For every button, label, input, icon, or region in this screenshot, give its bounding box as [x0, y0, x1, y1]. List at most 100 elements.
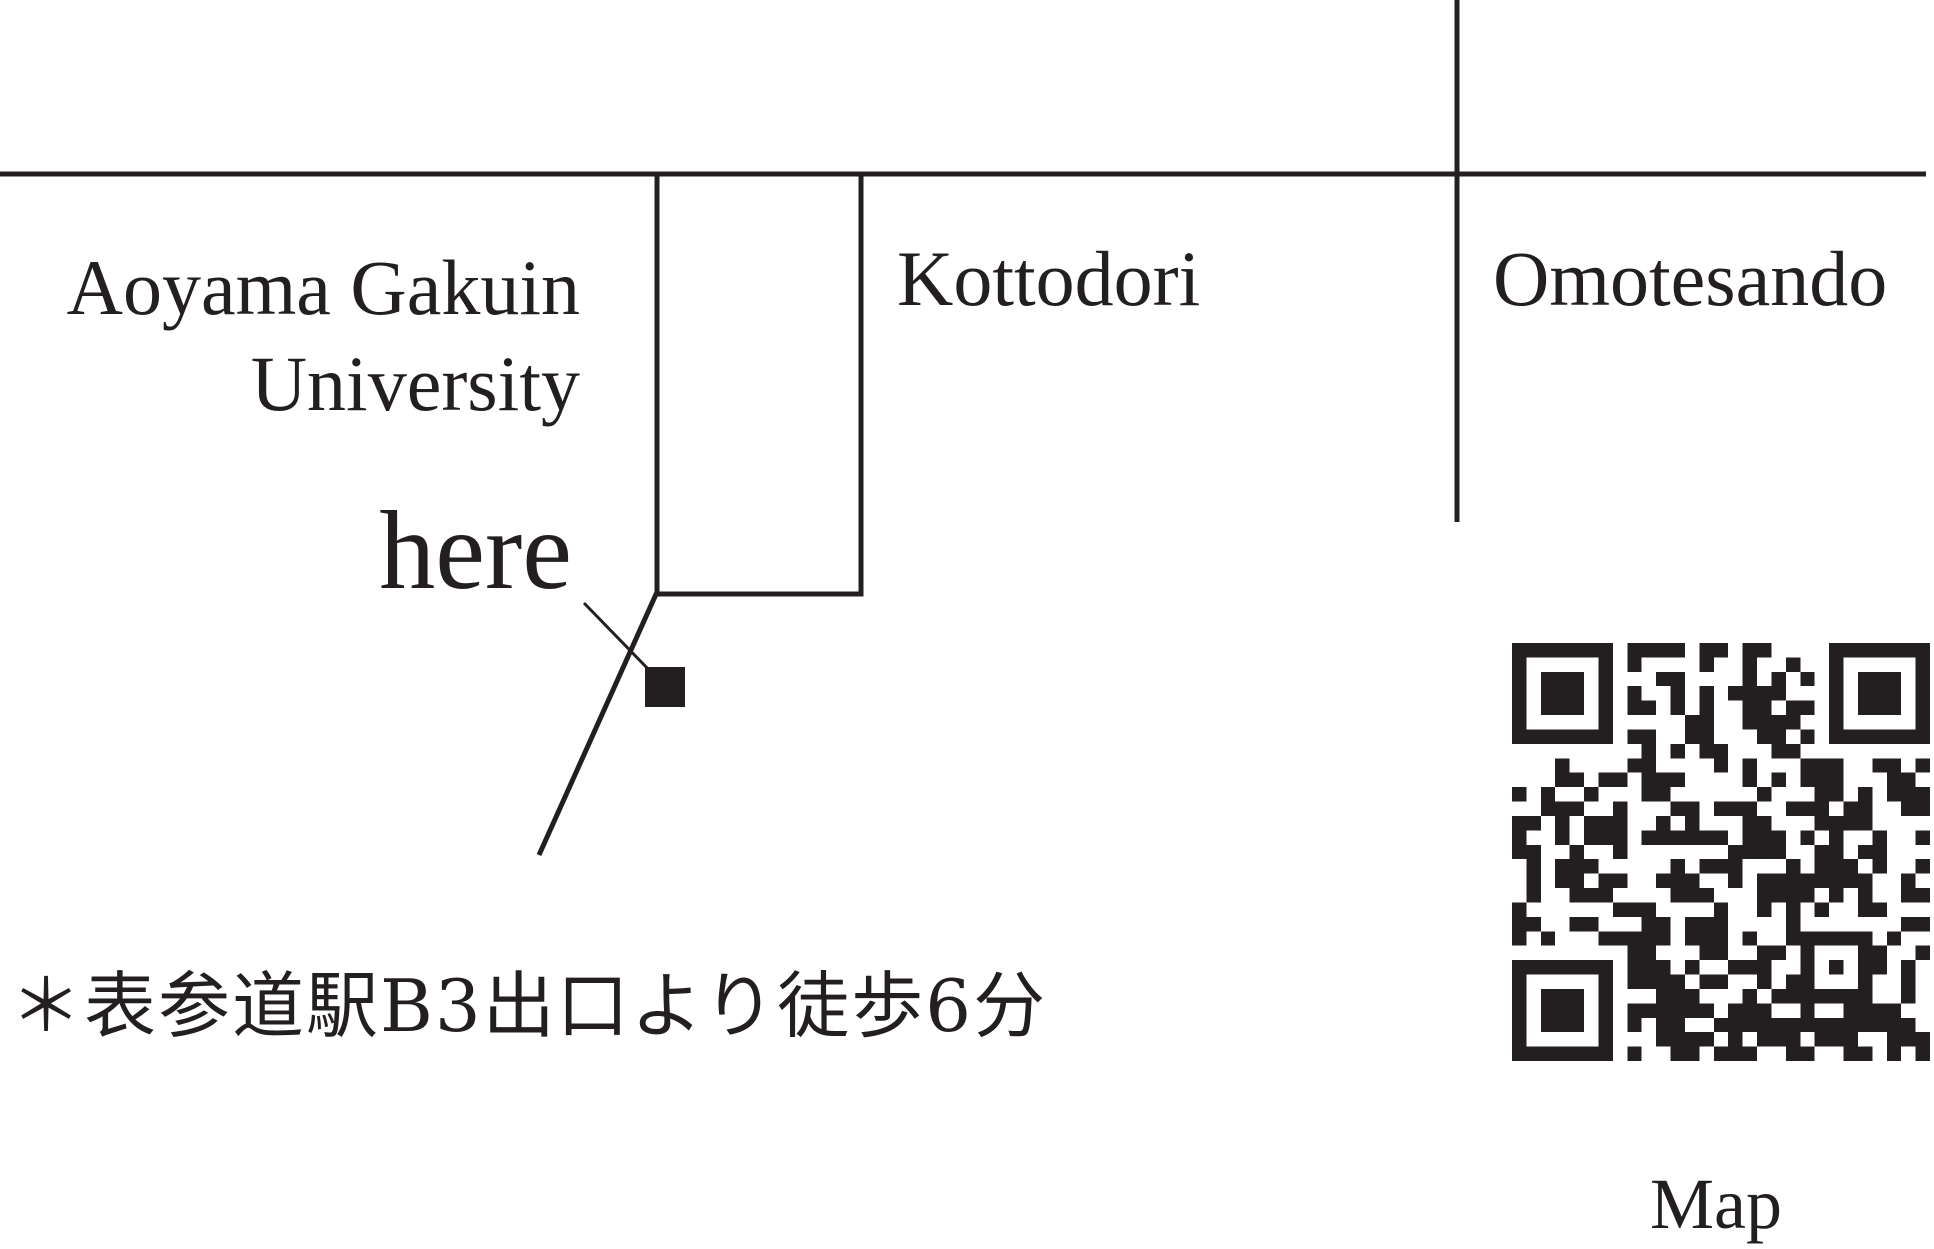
qr-module	[1641, 902, 1657, 917]
qr-module	[1886, 671, 1902, 687]
qr-module	[1843, 643, 1858, 658]
street-label-kottodori: Kottodori	[897, 235, 1201, 322]
qr-module	[1540, 700, 1556, 716]
qr-module	[1512, 931, 1527, 946]
qr-module	[1656, 772, 1671, 788]
qr-module	[1699, 686, 1714, 701]
qr-module	[1915, 729, 1930, 744]
qr-module	[1901, 801, 1916, 816]
qr-module	[1728, 844, 1743, 860]
qr-module	[1829, 758, 1844, 773]
qr-module	[1670, 1032, 1685, 1047]
qr-module	[1713, 1046, 1729, 1061]
qr-module	[1886, 686, 1902, 701]
qr-module	[1872, 671, 1887, 687]
qr-module	[1584, 815, 1599, 831]
here-label: here	[379, 489, 572, 613]
qr-module	[1843, 801, 1858, 816]
qr-module	[1857, 931, 1873, 946]
qr-module	[1771, 945, 1786, 961]
qr-module	[1915, 686, 1930, 701]
qr-module	[1684, 988, 1700, 1004]
qr-module	[1512, 830, 1527, 845]
qr-module	[1598, 1046, 1613, 1061]
qr-module	[1713, 1017, 1729, 1033]
qr-module	[1598, 1017, 1613, 1033]
qr-module	[1757, 902, 1772, 917]
qr-module	[1857, 700, 1873, 716]
qr-module	[1598, 873, 1613, 889]
qr-module	[1742, 960, 1758, 975]
qr-module	[1843, 1046, 1858, 1061]
qr-module	[1915, 700, 1930, 716]
qr-module	[1829, 772, 1844, 788]
qr-module	[1713, 859, 1729, 874]
qr-caption: Map	[1650, 1164, 1782, 1244]
qr-module	[1901, 643, 1916, 658]
qr-module	[1598, 931, 1613, 946]
qr-module	[1829, 830, 1844, 845]
qr-module	[1555, 643, 1570, 658]
qr-module	[1800, 960, 1815, 975]
qr-module	[1699, 643, 1714, 658]
qr-module	[1684, 1003, 1700, 1018]
qr-module	[1684, 960, 1700, 975]
qr-module	[1901, 960, 1916, 975]
building-block-outline	[654, 174, 864, 597]
qr-module	[1526, 859, 1541, 874]
qr-module	[1757, 873, 1772, 889]
qr-module	[1540, 1046, 1556, 1061]
qr-module	[1829, 815, 1844, 831]
qr-module	[1598, 671, 1613, 687]
qr-module	[1915, 801, 1930, 816]
qr-module	[1699, 700, 1714, 716]
qr-module	[1584, 1046, 1599, 1061]
qr-module	[1612, 830, 1628, 845]
qr-module	[1584, 888, 1599, 903]
qr-module	[1771, 873, 1786, 889]
qr-module	[1598, 888, 1613, 903]
qr-module	[1641, 729, 1657, 744]
qr-module	[1584, 643, 1599, 658]
qr-module	[1886, 700, 1902, 716]
qr-module	[1829, 700, 1844, 716]
qr-module	[1540, 1017, 1556, 1033]
qr-module	[1656, 1032, 1671, 1047]
qr-module	[1915, 859, 1930, 874]
qr-module	[1569, 1046, 1585, 1061]
qr-module	[1569, 1017, 1585, 1033]
qr-module	[1872, 729, 1887, 744]
qr-module	[1713, 643, 1729, 658]
qr-module	[1713, 916, 1729, 932]
qr-module	[1785, 902, 1801, 917]
qr-module	[1843, 1017, 1858, 1033]
qr-module	[1526, 643, 1541, 658]
qr-module	[1540, 787, 1556, 802]
qr-module	[1627, 1003, 1642, 1018]
qr-module	[1829, 888, 1844, 903]
qr-module	[1512, 671, 1527, 687]
qr-module	[1901, 772, 1916, 788]
qr-module	[1526, 916, 1541, 932]
qr-module	[1771, 1032, 1786, 1047]
qr-module	[1829, 715, 1844, 730]
qr-module	[1699, 945, 1714, 961]
qr-module	[1713, 758, 1729, 773]
qr-code-icon[interactable]	[1512, 643, 1930, 1061]
qr-module	[1915, 945, 1930, 961]
qr-module	[1800, 988, 1815, 1004]
qr-module	[1742, 772, 1758, 788]
qr-module	[1598, 657, 1613, 672]
qr-module	[1857, 787, 1873, 802]
qr-module	[1656, 916, 1671, 932]
qr-module	[1699, 830, 1714, 845]
qr-module	[1656, 988, 1671, 1004]
qr-module	[1641, 974, 1657, 989]
qr-module	[1598, 974, 1613, 989]
qr-module	[1555, 1046, 1570, 1061]
qr-module	[1857, 988, 1873, 1004]
qr-module	[1886, 1017, 1902, 1033]
qr-module	[1540, 729, 1556, 744]
qr-module	[1569, 772, 1585, 788]
qr-module	[1829, 931, 1844, 946]
